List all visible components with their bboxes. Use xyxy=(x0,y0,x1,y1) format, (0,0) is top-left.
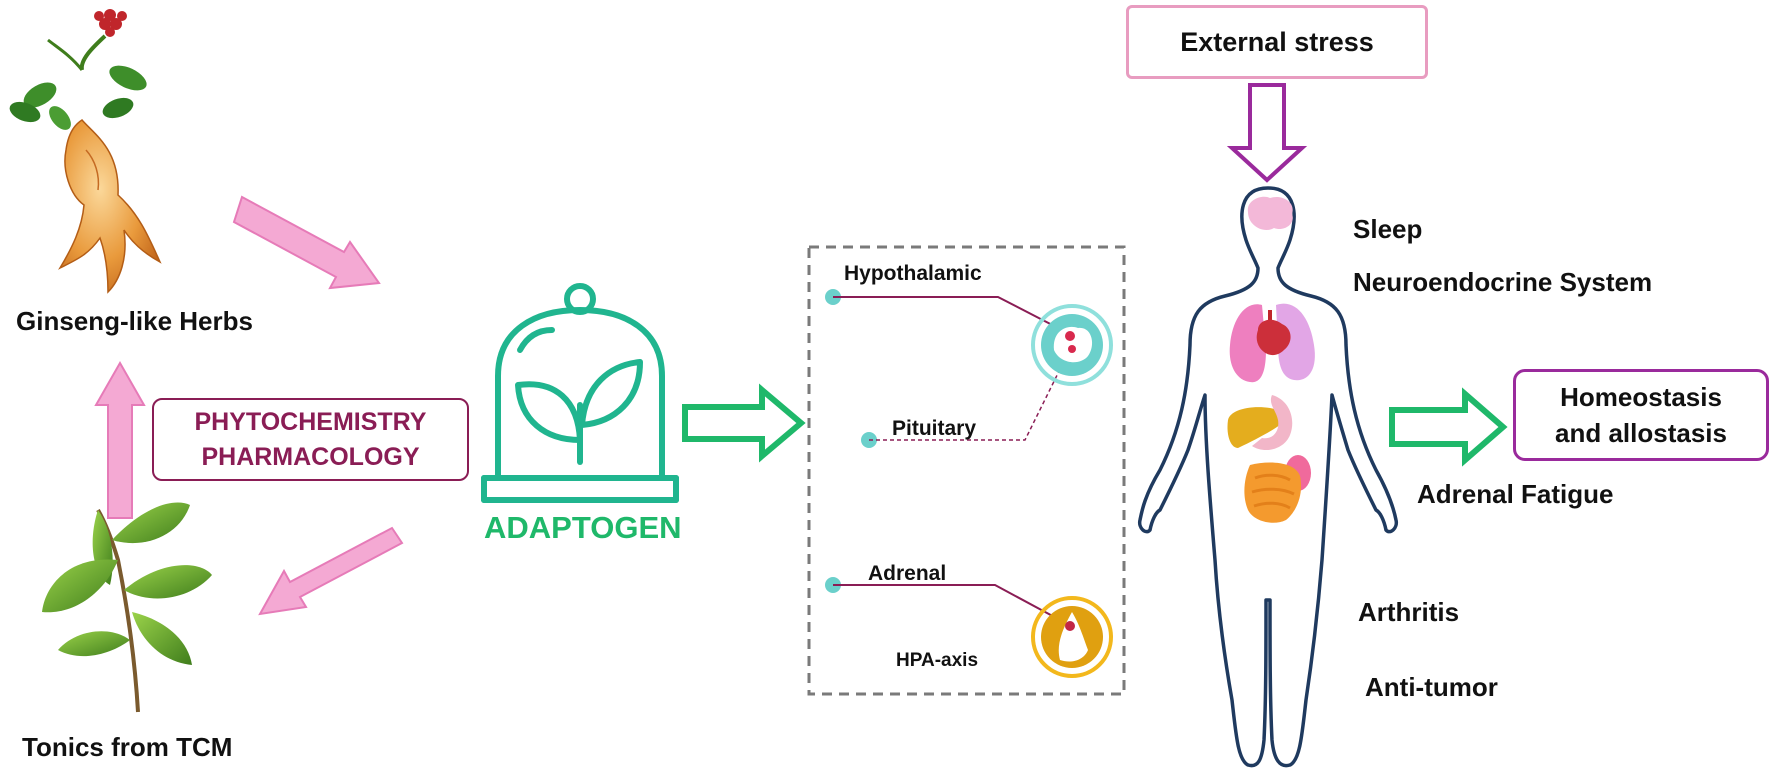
pink-arrow-herbs-to-adaptogen xyxy=(232,195,381,290)
homeostasis-label: Homeostasis xyxy=(1560,381,1722,412)
lungs-icon xyxy=(1229,303,1315,383)
green-arrow-adaptogen-to-hpa xyxy=(682,383,806,463)
adaptogen-bell-jar-icon xyxy=(481,283,679,503)
effect-anti-tumor: Anti-tumor xyxy=(1365,672,1498,702)
pink-arrow-tonics-to-herbs xyxy=(94,360,146,519)
effect-arthritis: Arthritis xyxy=(1358,597,1460,627)
hpa-panel-border xyxy=(807,245,1126,696)
intestines-icon xyxy=(1244,462,1302,523)
heart-icon xyxy=(1256,310,1291,356)
tonics-tcm-label: Tonics from TCM xyxy=(22,732,233,762)
adrenal-icon xyxy=(1031,596,1113,678)
liver-icon xyxy=(1227,407,1283,448)
hpa-axis-caption: HPA-axis xyxy=(896,650,979,671)
pituitary-label: Pituitary xyxy=(892,417,977,440)
effect-adrenal-fatigue: Adrenal Fatigue xyxy=(1417,479,1614,509)
hypothalamus-icon xyxy=(1031,304,1113,386)
adaptogen-label: ADAPTOGEN xyxy=(484,510,682,545)
homeostasis-box: Homeostasis and allostasis xyxy=(1513,369,1769,461)
effect-neuroendocrine: Neuroendocrine System xyxy=(1353,267,1653,297)
green-arrow-body-to-outcome xyxy=(1389,387,1508,467)
allostasis-label: and allostasis xyxy=(1555,418,1727,448)
phytochemistry-pharmacology-box: PHYTOCHEMISTRY PHARMACOLOGY xyxy=(152,398,469,481)
pink-arrow-adaptogen-to-tonics xyxy=(258,526,404,616)
hypothalamic-label: Hypothalamic xyxy=(844,262,982,285)
leaf-sprig-icon xyxy=(42,502,212,713)
pharmacology-label: PHARMACOLOGY xyxy=(201,442,420,471)
stress-down-arrow xyxy=(1226,83,1308,183)
phytochemistry-label: PHYTOCHEMISTRY xyxy=(194,407,427,436)
ginseng-herbs-label: Ginseng-like Herbs xyxy=(16,306,253,336)
effect-sleep: Sleep xyxy=(1353,214,1423,244)
external-stress-box: External stress xyxy=(1126,5,1428,79)
brain-icon xyxy=(1247,196,1293,231)
ginseng-root-icon xyxy=(9,9,162,294)
adrenal-label: Adrenal xyxy=(868,562,947,585)
